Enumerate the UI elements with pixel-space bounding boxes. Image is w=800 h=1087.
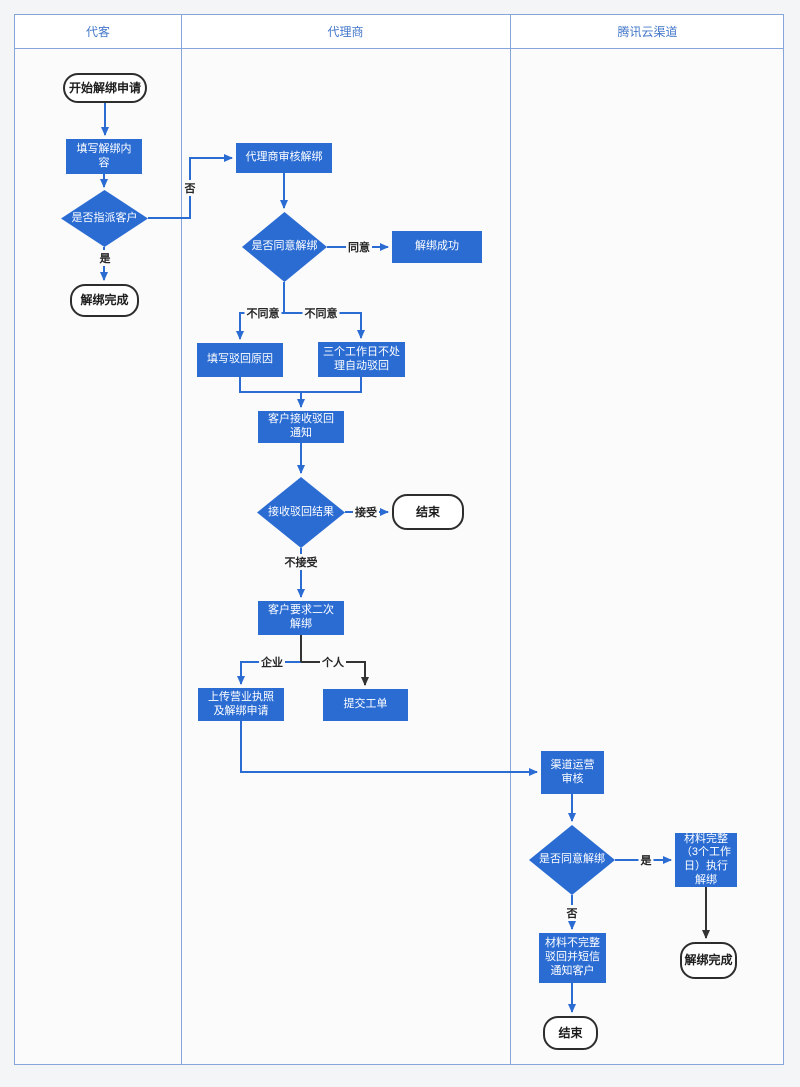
node-unbind-success: 解绑成功	[392, 231, 482, 263]
edge-label-not-accept: 不接受	[282, 554, 320, 570]
node-second-unbind-request: 客户要求二次 解绑	[258, 601, 344, 635]
lane-header-agent: 代理商	[327, 25, 364, 39]
edge-label-enterprise: 企业	[259, 654, 285, 670]
node-end-1: 结束	[392, 494, 464, 530]
edge-label-yes-2: 是	[638, 852, 654, 868]
edge-label-disagree-left: 不同意	[244, 305, 282, 321]
node-fill-unbind-content: 填写解绑内 容	[66, 139, 142, 174]
edge-label-accept: 接受	[353, 504, 379, 520]
node-end-2: 结束	[543, 1016, 598, 1050]
node-unbind-complete-1: 解绑完成	[70, 284, 139, 317]
node-customer-receive-reject-notice: 客户接收驳回 通知	[258, 411, 344, 443]
node-material-complete-execute-unbind: 材料完整 （3个工作 日）执行 解绑	[675, 833, 737, 887]
edge-label-no-2: 否	[564, 905, 580, 921]
node-upload-business-license: 上传营业执照 及解绑申请	[198, 688, 284, 721]
lane-divider-1	[181, 15, 182, 1064]
lane-header-row	[15, 15, 783, 49]
lane-divider-2	[510, 15, 511, 1064]
swimlane-frame: 代客 代理商 腾讯云渠道	[14, 14, 784, 1065]
node-material-incomplete-reject-sms: 材料不完整 驳回并短信 通知客户	[539, 933, 606, 983]
edge-label-disagree-right: 不同意	[302, 305, 340, 321]
node-channel-operation-review: 渠道运营 审核	[541, 751, 604, 794]
node-unbind-complete-2: 解绑完成	[680, 942, 737, 979]
lane-header-customer: 代客	[85, 25, 110, 39]
node-submit-ticket: 提交工单	[323, 689, 408, 721]
edge-label-personal: 个人	[320, 654, 346, 670]
node-three-days-auto-reject: 三个工作日不处 理自动驳回	[318, 342, 405, 377]
edge-label-yes-1: 是	[97, 250, 113, 266]
edge-label-no-1: 否	[182, 180, 198, 196]
node-agent-review-unbind: 代理商审核解绑	[236, 143, 332, 173]
node-start-unbind-request: 开始解绑申请	[63, 73, 147, 103]
edge-label-agree: 同意	[346, 239, 372, 255]
lane-header-tencent-channel: 腾讯云渠道	[617, 25, 678, 39]
node-fill-reject-reason: 填写驳回原因	[197, 343, 283, 377]
